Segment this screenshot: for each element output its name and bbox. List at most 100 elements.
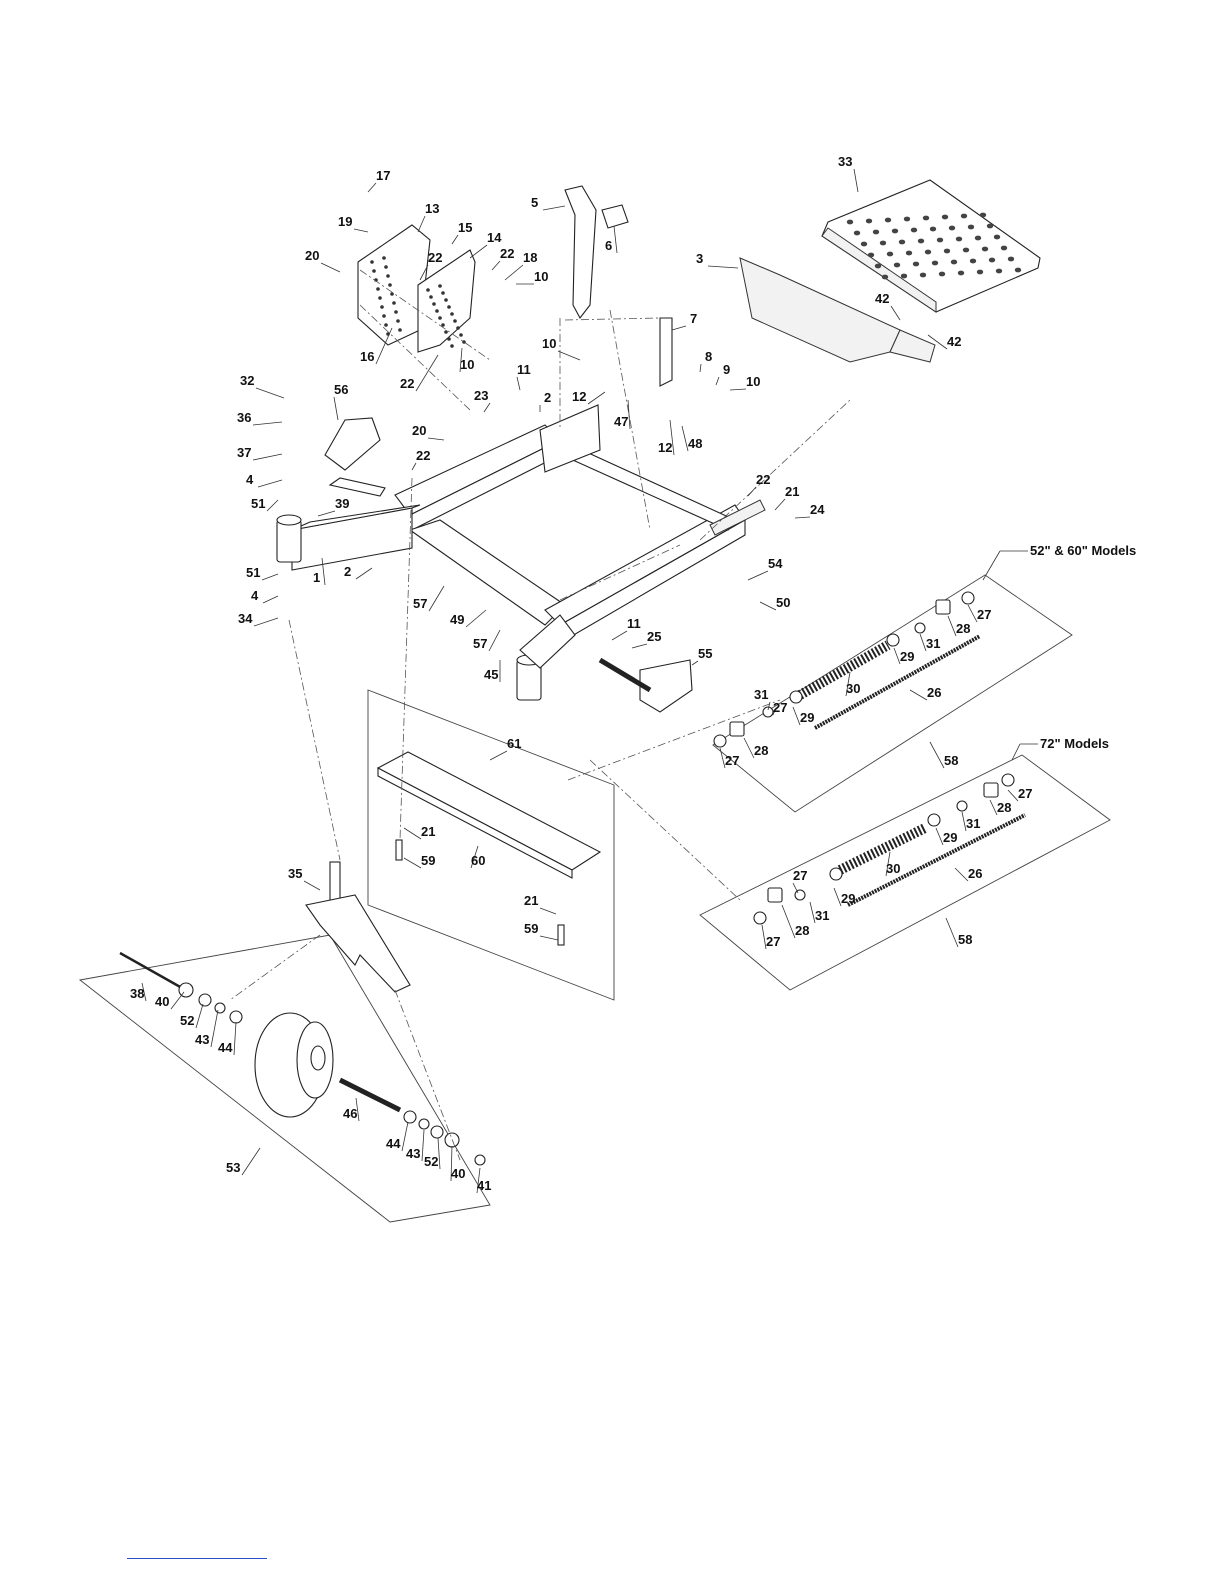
callout-39: 39	[335, 496, 349, 511]
spring-kit-72	[699, 754, 1111, 991]
plate-hole	[950, 259, 958, 265]
leader-line	[375, 327, 393, 365]
plate-hole	[370, 260, 374, 264]
callout-32: 32	[240, 373, 254, 388]
leader-line	[919, 633, 927, 652]
callout-38: 38	[130, 986, 144, 1001]
leader-line	[947, 615, 957, 637]
callout-40: 40	[155, 994, 169, 1009]
plate-hole	[384, 265, 388, 269]
plate-hole	[929, 226, 937, 232]
leader-line	[252, 421, 283, 426]
callout-59: 59	[421, 853, 435, 868]
leader-line	[719, 747, 726, 769]
plate-hole	[976, 269, 984, 275]
plate-hole	[903, 216, 911, 222]
plate-hole	[450, 344, 454, 348]
callout-43: 43	[406, 1146, 420, 1161]
side-plates	[357, 224, 476, 353]
plate-hole	[380, 305, 384, 309]
leader-line	[631, 643, 648, 649]
leader-line	[427, 437, 445, 441]
plate-hole	[1014, 267, 1022, 273]
leader-line	[469, 244, 488, 259]
callout-18: 18	[523, 250, 537, 265]
plate-hole	[941, 214, 949, 220]
callout-44: 44	[386, 1136, 401, 1151]
callout-16: 16	[360, 349, 374, 364]
plate-hole	[396, 319, 400, 323]
callout-27: 27	[977, 607, 991, 622]
callout-4: 4	[246, 472, 254, 487]
callout-10: 10	[542, 336, 556, 351]
callout-20: 20	[412, 423, 426, 438]
plate-hole	[435, 309, 439, 313]
leader-line	[470, 845, 479, 869]
plate-hole	[444, 330, 448, 334]
leader-line	[833, 887, 842, 907]
callout-41: 41	[477, 1178, 491, 1193]
callout-31: 31	[966, 816, 980, 831]
callout-54: 54	[768, 556, 783, 571]
callout-55: 55	[698, 646, 712, 661]
callout-36: 36	[237, 410, 251, 425]
callout-34: 34	[238, 611, 253, 626]
leader-line	[255, 387, 285, 399]
leader-line	[729, 388, 747, 391]
callout-26: 26	[968, 866, 982, 881]
plate-hole	[893, 262, 901, 268]
leader-line	[303, 880, 321, 891]
leader-line	[417, 215, 426, 233]
plate-hole	[438, 316, 442, 320]
callout-19: 19	[338, 214, 352, 229]
callout-11: 11	[517, 362, 531, 377]
leader-line	[261, 573, 279, 581]
plate-hole	[459, 333, 463, 337]
leader-line	[909, 689, 928, 701]
plate-hole	[995, 268, 1003, 274]
plate-hole	[386, 274, 390, 278]
leader-line	[353, 228, 369, 233]
caster-wheel-assembly	[78, 861, 491, 1223]
leader-line	[743, 737, 755, 759]
callout-57: 57	[413, 596, 427, 611]
callout-30: 30	[886, 861, 900, 876]
leader-line	[669, 419, 675, 456]
leader-line	[681, 425, 689, 452]
leader-line	[403, 857, 422, 869]
callout-7: 7	[690, 311, 697, 326]
leader-line	[853, 168, 859, 193]
callout-1: 1	[313, 570, 320, 585]
callout-44: 44	[218, 1040, 233, 1055]
callout-35: 35	[288, 866, 302, 881]
leader-line	[945, 917, 959, 948]
leader-line	[233, 1021, 237, 1056]
callout-53: 53	[226, 1160, 240, 1175]
plate-hole	[936, 237, 944, 243]
leader-line	[845, 671, 851, 697]
callout-22: 22	[428, 250, 442, 265]
callout-27: 27	[725, 753, 739, 768]
leader-line	[459, 347, 463, 373]
leader-line	[415, 354, 439, 392]
pivot-brackets	[324, 417, 693, 713]
callout-12: 12	[572, 389, 586, 404]
leader-line	[504, 264, 524, 281]
callout-20: 20	[305, 248, 319, 263]
leader-line	[317, 510, 336, 517]
callout-29: 29	[900, 649, 914, 664]
callout-61: 61	[507, 736, 521, 751]
plate-hole	[960, 213, 968, 219]
callout-29: 29	[800, 710, 814, 725]
plate-hole	[881, 274, 889, 280]
plate-hole	[974, 235, 982, 241]
callout-5: 5	[531, 195, 538, 210]
leader-line	[170, 991, 185, 1010]
plate-hole	[955, 236, 963, 242]
leader-line	[355, 567, 373, 580]
plate-hole	[981, 246, 989, 252]
callout-21: 21	[524, 893, 538, 908]
plate-hole	[462, 340, 466, 344]
plate-hole	[1007, 256, 1015, 262]
